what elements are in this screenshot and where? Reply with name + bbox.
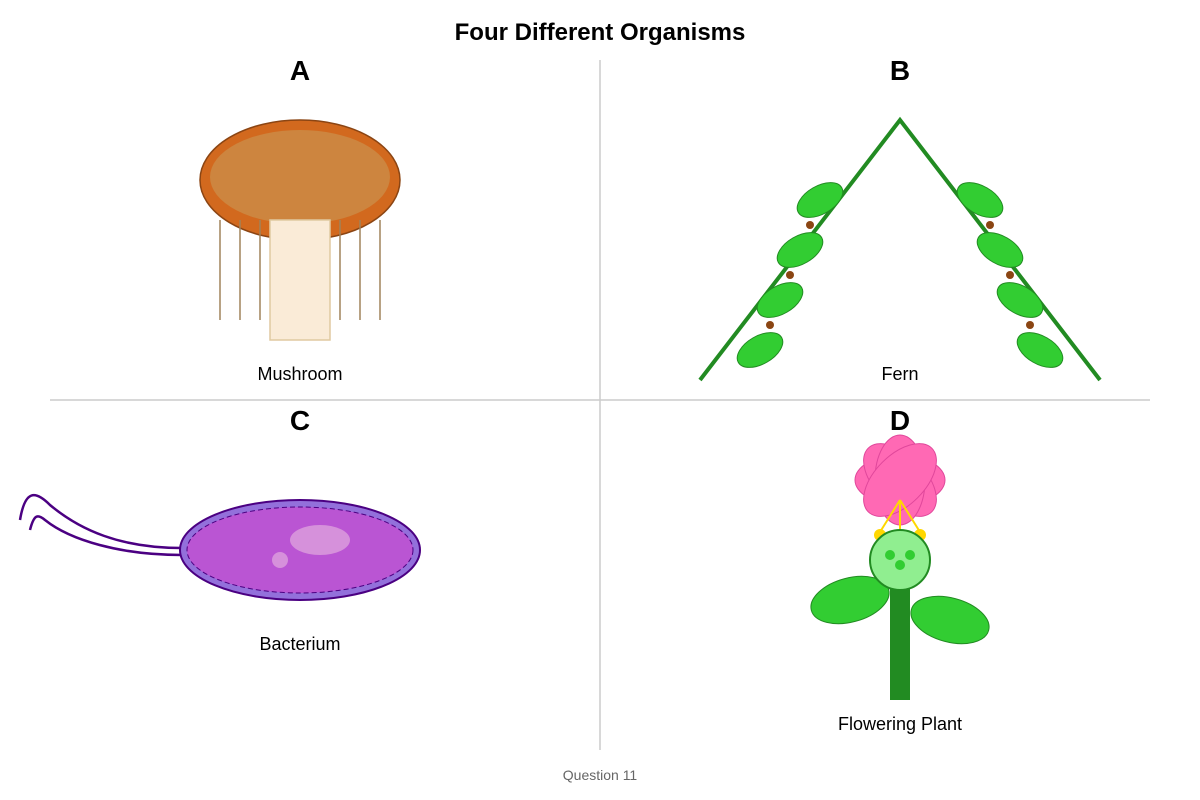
bacterium-plasmid xyxy=(272,552,288,568)
organism-name-fern: Fern xyxy=(881,364,918,384)
bacterium-nucleoid xyxy=(290,525,350,555)
flowering-plant-illustration xyxy=(810,434,990,700)
plant-leaf-right xyxy=(910,595,990,645)
flower-petals xyxy=(854,434,946,526)
panel-d: D xyxy=(810,405,990,734)
organism-name-mushroom: Mushroom xyxy=(257,364,342,384)
panel-letter-d: D xyxy=(890,405,910,436)
fern-illustration xyxy=(698,116,1102,382)
mushroom-cap-inner xyxy=(210,130,390,224)
panel-letter-c: C xyxy=(290,405,310,436)
plant-leaf-left xyxy=(810,575,890,625)
plant-stem xyxy=(890,580,910,700)
fern-spores xyxy=(766,221,1034,329)
panel-b: B Fern xyxy=(698,55,1102,384)
bacterium-flagella xyxy=(18,493,183,557)
organism-name-flowering-plant: Flowering Plant xyxy=(838,714,962,734)
bacterium-illustration xyxy=(18,493,421,601)
panel-c: C Bacterium xyxy=(18,405,421,654)
panel-letter-b: B xyxy=(890,55,910,86)
panel-a: A Mushroom xyxy=(199,55,401,384)
diagram-title: Four Different Organisms xyxy=(455,19,746,46)
mushroom-stem xyxy=(269,219,331,341)
organism-name-bacterium: Bacterium xyxy=(259,634,340,654)
panel-letter-a: A xyxy=(290,55,310,86)
question-number: Question 11 xyxy=(563,767,638,783)
mushroom-gills xyxy=(219,220,381,320)
flower-ovules xyxy=(885,550,915,570)
mushroom-illustration xyxy=(199,119,401,341)
flower-stamens xyxy=(879,499,921,533)
fern-leaflets xyxy=(736,182,1064,368)
